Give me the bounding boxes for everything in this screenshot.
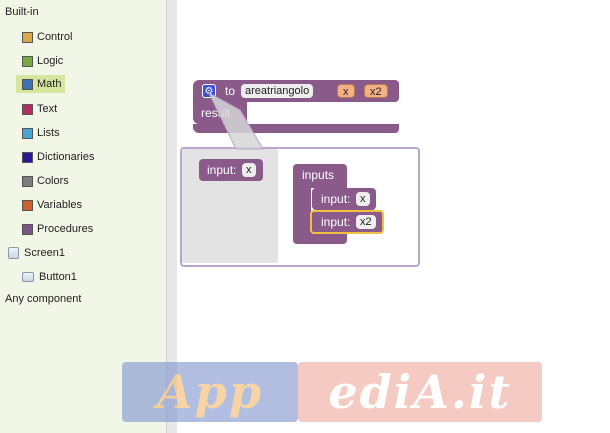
component-button1[interactable]: Button1 bbox=[22, 269, 77, 285]
procedures-color-icon bbox=[22, 223, 33, 235]
component-screen1[interactable]: Screen1 bbox=[8, 245, 65, 261]
button-icon bbox=[22, 272, 34, 282]
logic-color-icon bbox=[22, 55, 33, 67]
sidebar-item-text[interactable]: Text bbox=[22, 100, 57, 118]
any-component-header[interactable]: Any component bbox=[5, 293, 82, 305]
text-color-icon bbox=[22, 103, 33, 115]
colors-color-icon bbox=[22, 175, 33, 187]
sidebar-item-logic[interactable]: Logic bbox=[22, 52, 63, 70]
screen-icon bbox=[8, 247, 19, 259]
inputs-label: inputs bbox=[302, 168, 335, 182]
builtin-header: Built-in bbox=[5, 6, 39, 18]
param-x[interactable]: x bbox=[337, 84, 355, 98]
lists-color-icon bbox=[22, 127, 33, 139]
sidebar-item-dictionaries[interactable]: Dictionaries bbox=[22, 148, 94, 166]
math-color-icon bbox=[22, 78, 33, 90]
sidebar-item-colors[interactable]: Colors bbox=[22, 172, 69, 190]
sidebar-item-control[interactable]: Control bbox=[22, 28, 72, 46]
control-color-icon bbox=[22, 31, 33, 43]
to-label: to bbox=[225, 84, 236, 98]
variables-color-icon bbox=[22, 199, 33, 211]
param-x2[interactable]: x2 bbox=[364, 84, 388, 98]
procedure-name-field[interactable]: areatriangolo bbox=[241, 84, 314, 98]
appedia-watermark: App ediA.it bbox=[122, 362, 542, 426]
dictionaries-color-icon bbox=[22, 151, 33, 163]
sidebar-item-math[interactable]: Math bbox=[16, 75, 66, 93]
sidebar-item-variables[interactable]: Variables bbox=[22, 196, 82, 214]
sidebar-item-lists[interactable]: Lists bbox=[22, 124, 60, 142]
sidebar-item-procedures[interactable]: Procedures bbox=[22, 220, 93, 238]
blocks-palette: Built-in Control Logic Math Text Lists D… bbox=[0, 0, 167, 433]
